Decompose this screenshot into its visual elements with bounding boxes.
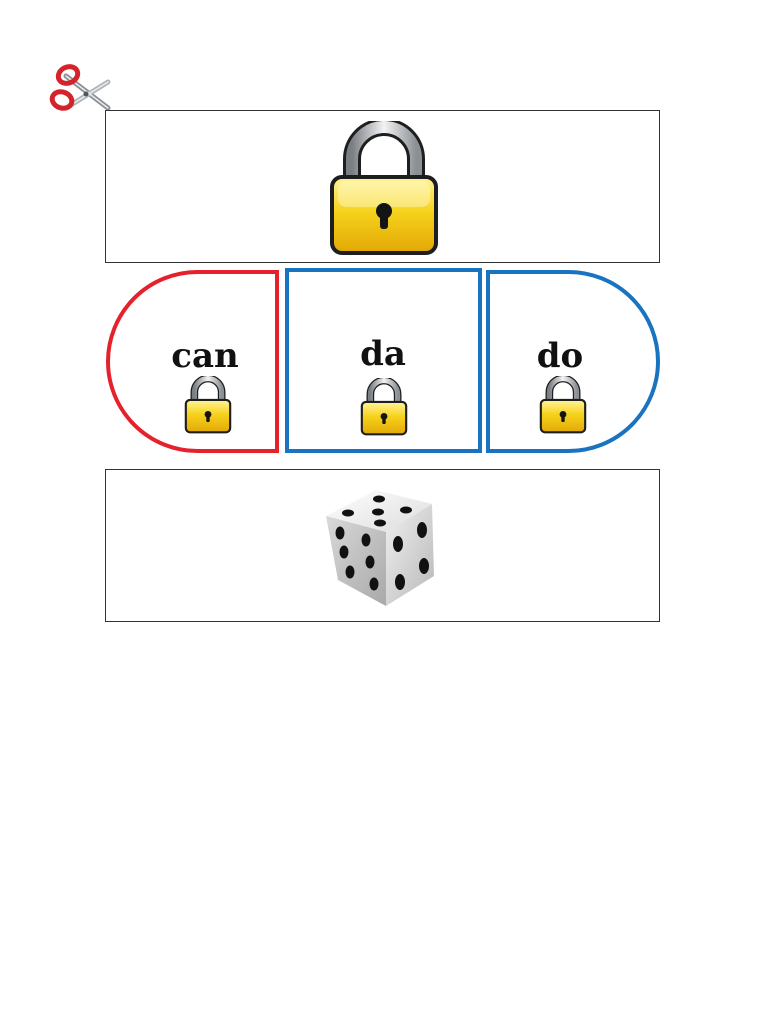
lock-icon (330, 121, 438, 255)
lock-icon (184, 376, 232, 434)
syllable-text: can (171, 336, 239, 376)
syllable-text: do (536, 336, 584, 376)
lock-icon (360, 378, 408, 436)
syllable-text: da (360, 334, 406, 374)
scissors-icon (49, 64, 111, 111)
dice-icon (326, 490, 434, 606)
lock-icon (539, 376, 587, 434)
